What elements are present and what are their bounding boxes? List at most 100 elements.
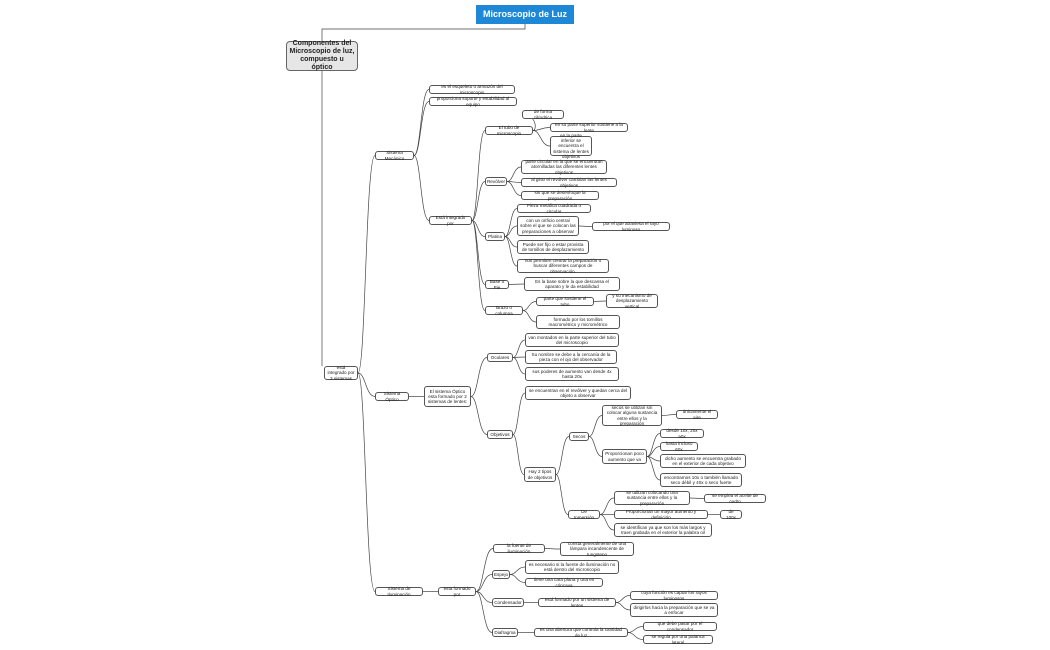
node-condensador[interactable]: Condensador (492, 598, 524, 607)
connector-ilu-formado-espejo (475, 574, 493, 592)
node-dia-pasar[interactable]: que debe pasar por el condensador (643, 621, 717, 632)
connector-secos-sec-poco (588, 436, 603, 457)
connector-platina-pla-pieza (504, 208, 518, 237)
node-inm-utilizan[interactable]: se utilizan colocando una sustancia entr… (614, 490, 690, 506)
node-sec-60x[interactable]: hasta incluso 60x (660, 441, 698, 452)
node-mec-soporte[interactable]: proporciona soporte y estabilidad al equ… (429, 96, 517, 107)
node-fuente-desc[interactable]: consta generalmente de una lámpara incan… (560, 541, 634, 557)
connector-sec-utilizan-sec-aire (661, 414, 677, 416)
connector-obj-2tipos-inmersion (555, 474, 569, 515)
connector-objetivos-obj-revolver (512, 392, 526, 435)
node-tubo-sup[interactable]: en su parte superior sostiene a la lente (550, 122, 628, 133)
node-obj-revolver[interactable]: se encuentran en el revólver y quedan ce… (525, 386, 631, 400)
node-pla-centrar[interactable]: nos permiten centrar la preparación o bu… (517, 258, 609, 274)
node-inm-identificar[interactable]: se identifican ya que son los más largos… (614, 523, 712, 537)
node-tubo[interactable]: El tubo de microscopio (485, 125, 533, 136)
connector-sec-poco-sec-40x (646, 456, 661, 481)
connector-dia-abertura-dia-pasar (627, 626, 644, 633)
node-pla-pieza[interactable]: Pieza metálica cuadrada o circular (517, 203, 591, 214)
connector-dia-abertura-dia-palanca (627, 632, 644, 640)
connector-opt-desc-oculares (470, 357, 488, 397)
connector-mec-integrado-revolver (471, 181, 486, 221)
connector-mecanico-mec-soporte (413, 101, 430, 156)
node-oculares[interactable]: Oculares (487, 353, 513, 362)
connector-inmersion-inm-utilizan (599, 497, 615, 515)
node-optico[interactable]: Sistema Óptico (375, 391, 409, 402)
connector-ilu-formado-diafragma (475, 591, 493, 633)
node-inmersion[interactable]: De Inmersión (568, 509, 600, 520)
node-integrado3[interactable]: está integrado por 3 sistemas (324, 365, 358, 381)
node-con-dirigirlos[interactable]: dirigirlos hacia la preparación que se v… (630, 603, 718, 617)
connector-revolver-rev-desenfoque (506, 181, 522, 196)
node-fuente[interactable]: la fuente de iluminación (493, 543, 545, 554)
connector-integrado3-iluminacion (357, 372, 376, 592)
node-secos[interactable]: Secos (569, 432, 589, 441)
node-brazo-torn[interactable]: formado por los tornillos macrométrico y… (536, 315, 620, 329)
node-brazo[interactable]: Brazo o columna (485, 305, 523, 316)
node-pla-fijo[interactable]: Puede ser fijo o estar provista de torni… (517, 240, 589, 254)
node-oc-montados[interactable]: van montados en la parte superior del tu… (525, 333, 619, 347)
node-sec-utilizan[interactable]: secos se utilizan sin colocar alguna sus… (602, 405, 662, 426)
connector-con-formado-con-dirigirlos (615, 602, 631, 611)
node-con-funcion[interactable]: cuya función es captar los rayos luminos… (630, 590, 718, 601)
connector-platina-pla-centrar (504, 236, 518, 267)
connector-espejo-esp-cara (509, 574, 526, 583)
central-topic[interactable]: Componentes del Microscopio de luz, comp… (286, 40, 358, 71)
node-sec-40x[interactable]: encontramos 10x o también llamado seco d… (660, 473, 742, 487)
node-pla-rayo[interactable]: por el que atraviesa el rayo luminoso (592, 221, 670, 232)
connector-inmersion-inm-identificar (599, 514, 615, 531)
node-espejo[interactable]: Espejo (492, 570, 510, 579)
node-mecanico[interactable]: Sistema Mecánico (375, 150, 414, 161)
connector-brazo-brazo-torn (522, 310, 537, 323)
node-base[interactable]: Base o Pie (485, 279, 509, 290)
connector-mec-integrado-brazo (471, 220, 486, 311)
node-revolver[interactable]: Revólver (485, 177, 507, 186)
node-tubo-inf[interactable]: en la parte inferior se encuentra el sis… (550, 133, 592, 159)
node-sec-10x[interactable]: desde 10x, 20x a0x (660, 428, 704, 439)
node-ilu-formado[interactable]: esta formado por (438, 586, 476, 597)
node-platina[interactable]: Platina (485, 232, 505, 241)
node-sec-poco[interactable]: Proporcionan poco aumento que va (602, 449, 647, 464)
node-tubo-cil[interactable]: de forma cilíndrica (522, 109, 564, 120)
node-mec-esqueleto[interactable]: es el esqueleto o armazón del microscopi… (429, 84, 515, 95)
connector-integrado3-optico (357, 372, 376, 397)
node-base-desc[interactable]: Es la base sobre la que descansa el apar… (524, 277, 620, 291)
connector-tubo-tubo-sup (532, 127, 551, 131)
node-brazo-tubo[interactable]: parte que sostiene el tubo (536, 296, 594, 307)
node-iluminacion[interactable]: Sistema de Iluminación (375, 586, 423, 597)
node-objetivos[interactable]: Objetivos (487, 430, 513, 439)
node-inm-aceite[interactable]: se emplea el aceite de cedro (704, 493, 766, 504)
node-diafragma[interactable]: Diafragma (492, 628, 518, 637)
node-mec-integrado[interactable]: Está integrado por (429, 215, 472, 226)
node-rev-circular[interactable]: parte circular en la que se encuentran a… (521, 159, 607, 175)
connector-sec-poco-sec-grabado (646, 456, 661, 462)
node-esp-cara[interactable]: tiene una cara plana y una es cóncava (525, 577, 603, 588)
connector-mec-integrado-platina (471, 220, 486, 237)
node-esp-necesario[interactable]: es necesario si la fuente de iluminación… (525, 560, 619, 574)
connector-espejo-esp-necesario (509, 566, 526, 575)
node-rev-desenfoque[interactable]: sin que se desenfoque la preparación (521, 190, 599, 201)
node-oc-nombre[interactable]: Su nombre se debe a la cercanía de la pi… (525, 350, 617, 364)
node-dia-palanca[interactable]: se regula por una palanca lateral (643, 634, 713, 645)
node-rev-girar[interactable]: al girar el revólver cambian las lentes … (521, 177, 617, 188)
connector-secos-sec-utilizan (588, 415, 603, 437)
node-inm-mayor[interactable]: Proporcionan un mayor aumento y definici… (614, 509, 708, 520)
connector-base-base-desc (508, 283, 525, 285)
node-dia-abertura[interactable]: es una abertura que controla la cantidad… (534, 627, 628, 638)
node-sec-grabado[interactable]: dicho aumento se encuentra grabado en el… (660, 454, 746, 468)
node-pla-orificio[interactable]: con un orificio central sobre el que se … (517, 216, 579, 236)
node-brazo-mec[interactable]: y su mecanismo de desplazamiento vertica… (606, 293, 658, 309)
node-oc-poderes[interactable]: sus poderes de aumento van desde 4x hast… (525, 367, 619, 381)
connector-brazo-brazo-tubo (522, 301, 537, 311)
node-opt-desc[interactable]: El sistema Óptico esta formado por 2 sis… (424, 386, 471, 407)
connector-fuente-fuente-desc (544, 548, 561, 550)
connector-sec-poco-sec-60x (646, 446, 661, 457)
node-inm-100x[interactable]: de 100x (720, 509, 742, 520)
node-obj-2tipos[interactable]: Hay 2 tipos de objetivos (524, 467, 556, 482)
map-title[interactable]: Microscopio de Luz (476, 5, 574, 24)
node-con-formado[interactable]: está formado por un sistema de lentes (538, 597, 616, 608)
node-sec-aire[interactable]: únicamente el aire (676, 409, 718, 420)
connector-mecanico-mec-integrado (413, 155, 430, 221)
connector-pla-orificio-pla-rayo (578, 225, 593, 227)
